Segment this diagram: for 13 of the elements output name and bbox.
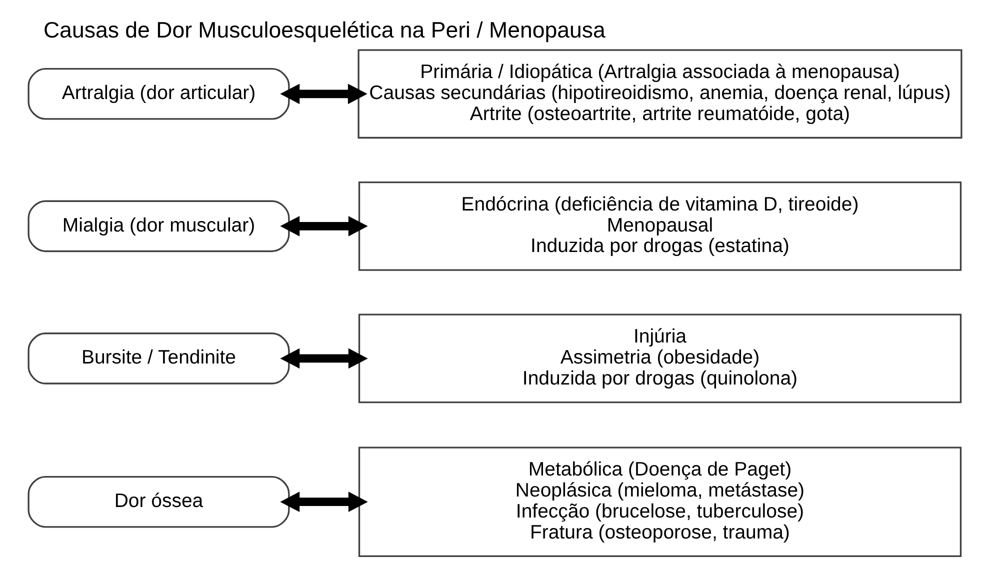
arrow <box>280 492 368 512</box>
node-box: Dor óssea <box>27 476 290 528</box>
node-box: Bursite / Tendinite <box>27 332 290 384</box>
node-box: Primária / Idiopática (Artralgia associada à menopausa) Causas secundárias (hipotireoidismo, anemia, doença renal, lúpus) Artrite (osteoartrite, artrite reumatóide, gota) <box>357 49 962 139</box>
node-box: Injúria Assimetria (obesidade) Induzida por drogas (quinolona) <box>358 314 962 404</box>
node-box: Endócrina (deficiência de vitamina D, tireoide) Menopausal Induzida por drogas (estatina) <box>358 181 962 271</box>
arrow <box>280 216 368 236</box>
node-box: Mialgia (dor muscular) <box>27 200 290 252</box>
arrow <box>280 348 368 369</box>
diagram-title: Causas de Dor Musculoesquelética na Peri / Menopausa <box>42 17 605 42</box>
node-box: Metabólica (Doença de Paget) Neoplásica (mieloma, metástase) Infecção (brucelose, tuberculose) Fratura (osteoporose, trauma) <box>358 446 962 557</box>
node-box: Artralgia (dor articular) <box>27 68 290 120</box>
arrow <box>280 84 367 104</box>
